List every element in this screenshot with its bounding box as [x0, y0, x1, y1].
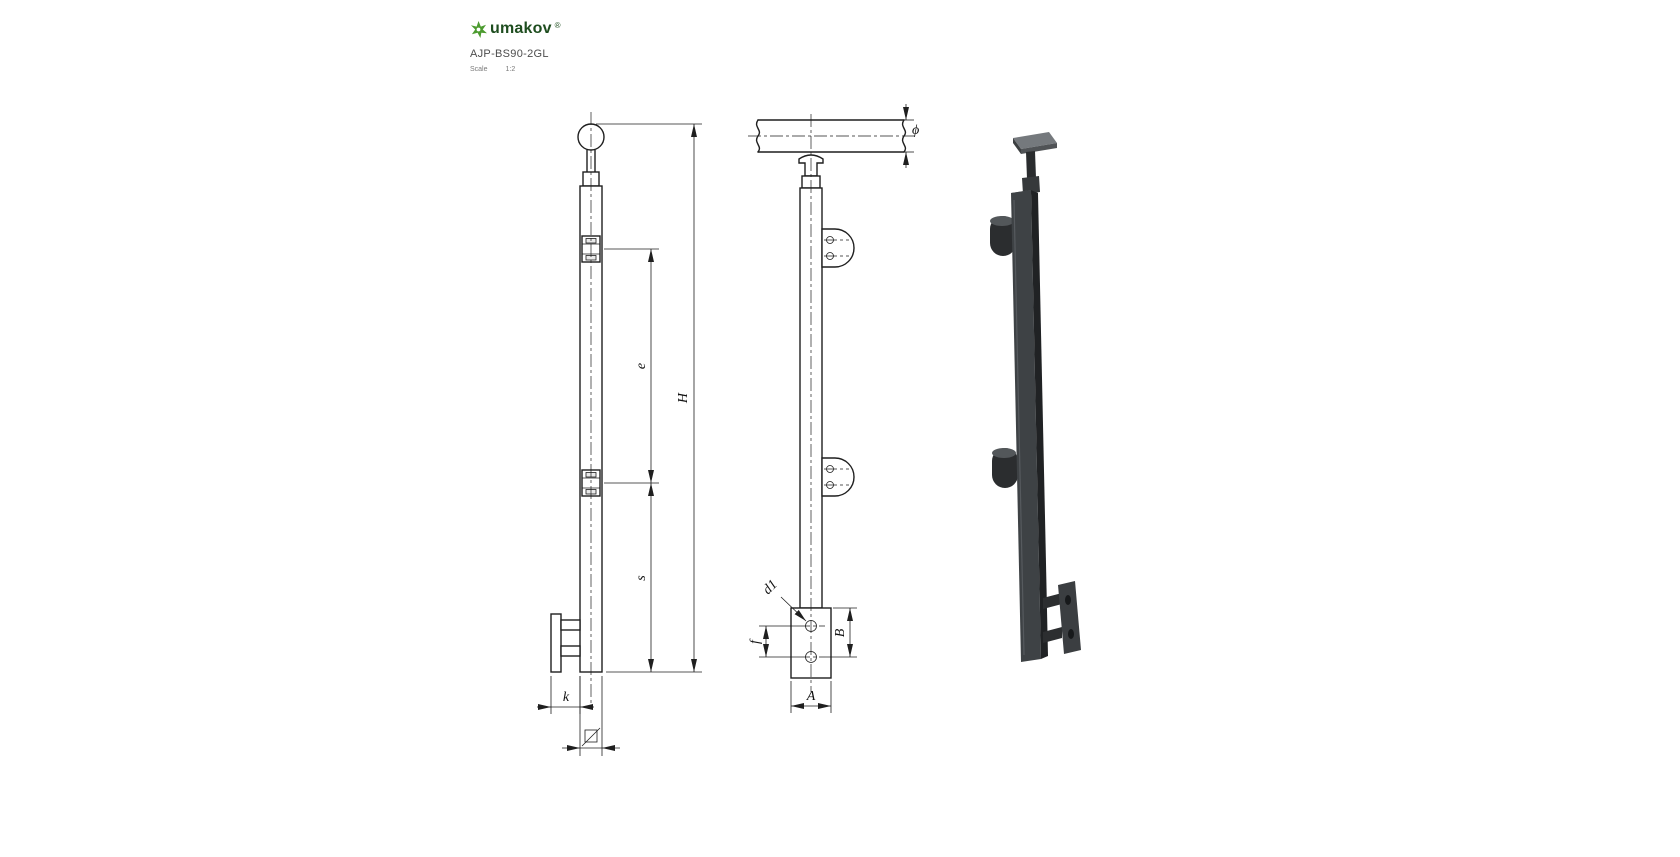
render-clamp-lower	[992, 448, 1018, 488]
dim-label-f: f	[748, 638, 763, 644]
dim-label-e: e	[634, 363, 649, 369]
bracket-stud	[560, 645, 581, 657]
render-clamp-body	[990, 216, 1016, 256]
dim-label-A: A	[806, 689, 816, 704]
clamp-body	[821, 457, 855, 497]
scale-row: Scale 1:2	[470, 66, 561, 73]
dim-label-B: B	[833, 628, 848, 637]
render-stud	[1043, 627, 1062, 643]
scale-label: Scale	[470, 66, 488, 73]
dim-label-d1: d1	[760, 577, 781, 598]
render-post-highlight	[1013, 199, 1025, 656]
dim-label-phi: ϕ	[912, 123, 919, 138]
render-saddle-edge	[1021, 143, 1057, 154]
brand-name: umakov	[490, 20, 552, 37]
umakov-logo: umakov ®	[470, 20, 561, 38]
bracket-plate	[550, 613, 562, 673]
side-view: ϕ d1 f B	[748, 104, 919, 713]
glass-clamp-side-upper	[821, 228, 855, 268]
front-view: e H s k	[537, 112, 702, 756]
product-code: AJP-BS90-2GL	[470, 48, 549, 60]
dimension-k: k	[537, 676, 594, 714]
render-clamp-top	[992, 448, 1016, 458]
bracket-stud	[560, 619, 581, 631]
dim-label-k: k	[563, 690, 570, 705]
render-wall-bracket	[1043, 581, 1081, 654]
glass-clamp-side-lower	[821, 457, 855, 497]
render-collar	[1022, 176, 1040, 194]
dimension-phi: ϕ	[902, 104, 919, 168]
render-clamp-top	[990, 216, 1014, 226]
render-stud-end	[1068, 629, 1074, 639]
render-clamp-upper	[990, 216, 1016, 256]
dimension-B: B	[825, 607, 857, 658]
dimension-s: s	[634, 483, 654, 672]
symbol-slash	[581, 727, 601, 747]
registered-mark: ®	[554, 21, 561, 30]
render-plate	[1058, 581, 1081, 654]
render-clamp-body	[992, 448, 1018, 488]
title-block: umakov ® AJP-BS90-2GL Scale 1:2	[470, 20, 561, 73]
dimension-d1: d1	[760, 577, 807, 622]
square-section-symbol	[581, 727, 601, 747]
wall-bracket-front	[550, 613, 581, 673]
render-stud	[1043, 593, 1062, 609]
dim-label-s: s	[634, 575, 649, 581]
clamp-body	[821, 228, 855, 268]
symbol-square	[584, 729, 598, 743]
leader-line	[780, 596, 807, 622]
dimension-e: e	[604, 248, 659, 484]
render-post-front	[1011, 190, 1041, 662]
render-saddle-top	[1013, 132, 1057, 149]
render-stud-end	[1065, 595, 1071, 605]
dim-label-H: H	[676, 392, 691, 404]
umakov-star-icon	[470, 20, 487, 38]
dimension-H: H	[596, 123, 702, 673]
scale-value: 1:2	[505, 66, 516, 73]
render-post-side	[1031, 190, 1048, 659]
dimension-square-section	[562, 676, 620, 756]
render-saddle-edge	[1013, 138, 1021, 154]
iso-render-view	[990, 132, 1081, 662]
dimension-f: f	[748, 625, 797, 658]
dimension-A: A	[790, 681, 832, 713]
render-stem	[1026, 151, 1036, 179]
